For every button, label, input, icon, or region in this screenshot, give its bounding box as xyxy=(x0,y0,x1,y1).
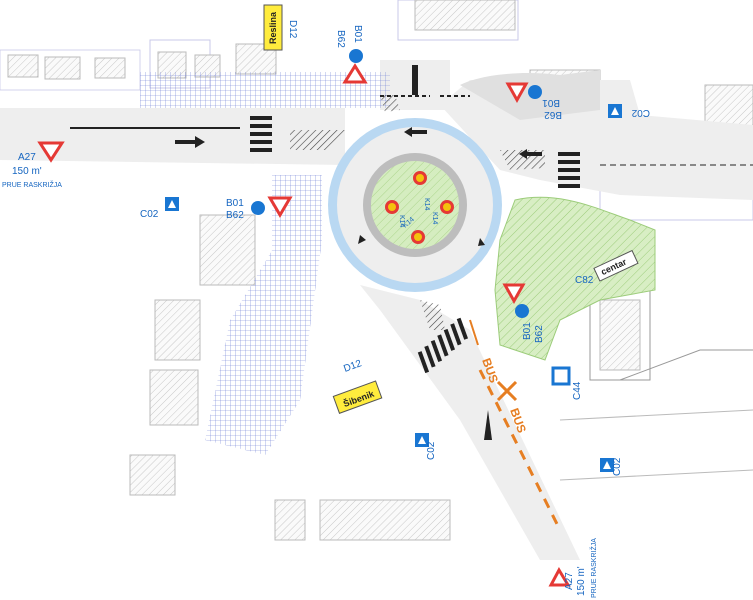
sign-c02-left: C02 xyxy=(140,209,159,220)
bus-stop-sign-icon xyxy=(551,366,571,386)
direction-arrows xyxy=(175,65,542,440)
sign-b62-top: B62 xyxy=(335,30,346,48)
warning-triangle-icon-bottom xyxy=(548,566,571,587)
roundabout-sign-icon-top xyxy=(349,49,363,63)
sign-reslina: Reslina xyxy=(268,11,278,44)
sign-c02-bottom: C02 xyxy=(426,441,437,460)
sign-b62-left: B62 xyxy=(226,210,244,221)
sign-a27-left-text: PRUE RASKRIŽJA xyxy=(2,180,62,189)
warning-triangle-icon xyxy=(37,141,65,163)
sign-c02-bottom-right: C02 xyxy=(612,457,623,476)
sign-a27-bottom: A27 xyxy=(564,572,575,590)
sign-c82: C82 xyxy=(575,275,594,286)
sign-b01-left: B01 xyxy=(226,198,244,209)
direction-sign-reslina xyxy=(263,4,283,51)
sign-b01-top: B01 xyxy=(352,25,363,43)
sign-b62-lower: B62 xyxy=(534,325,545,343)
lane-markings xyxy=(70,95,753,531)
sign-c44: C44 xyxy=(572,381,583,400)
sign-b01-lower: B01 xyxy=(522,322,533,340)
sign-b01-right: B01 xyxy=(542,97,560,108)
direction-sign-sibenik xyxy=(332,380,383,414)
sign-d12-bottom: D12 xyxy=(342,358,363,375)
roundabout-sign-icon xyxy=(251,201,265,215)
yield-sign-icon-top xyxy=(342,63,368,84)
sign-a27-bottom-text: PRUE RASKRIŽJA xyxy=(589,538,598,598)
roundabout xyxy=(328,118,502,292)
k14-signs: K14 K14 K14 K14 xyxy=(385,171,454,244)
splitter-islands xyxy=(290,95,545,330)
sign-a27-left: A27 xyxy=(18,152,36,163)
k14-label-a: K14 xyxy=(423,198,430,211)
sign-c02-right: C02 xyxy=(631,107,650,118)
roads xyxy=(0,60,753,560)
sign-b62-right: B62 xyxy=(544,109,562,120)
yield-sign-icon xyxy=(267,196,293,218)
sign-a27-left-dist: 150 m' xyxy=(12,166,42,177)
direction-sign-centar xyxy=(593,249,639,282)
sign-d12-top: D12 xyxy=(287,20,298,39)
yield-sign-icon-lower xyxy=(502,283,526,305)
k14-label-b: K14 xyxy=(431,212,438,225)
sign-a27-bottom-dist: 150 m' xyxy=(576,566,587,596)
roundabout-sign-icon-lower xyxy=(515,304,529,318)
yield-sign-icon-right xyxy=(505,82,529,104)
crosswalks xyxy=(250,116,580,374)
k14-label-c: K14 xyxy=(398,215,405,228)
roundabout-sign-icon-right xyxy=(528,85,542,99)
